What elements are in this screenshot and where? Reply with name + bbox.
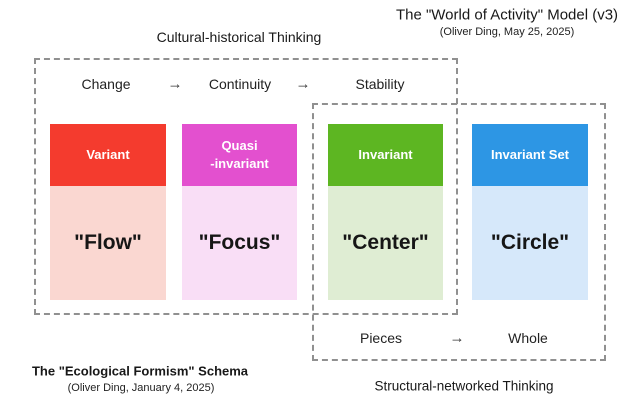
card-quasi-invariant-header: Quasi -invariant (182, 124, 297, 186)
card-invariant-set-quote: "Circle" (490, 231, 570, 254)
card-variant-header-label: Variant (86, 146, 130, 162)
axis-label-whole: Whole (508, 330, 548, 346)
model-subtitle: (Oliver Ding, May 25, 2025) (439, 26, 575, 38)
card-quasi-invariant-header-label-line2: -invariant (210, 156, 269, 171)
axis-label-pieces: Pieces (359, 330, 403, 346)
structural-dashed-frame (312, 103, 606, 361)
arrow-right-icon: → (167, 75, 183, 93)
schema-subtitle: (Oliver Ding, January 4, 2025) (67, 382, 215, 394)
cultural-thinking-label: Cultural-historical Thinking (156, 29, 322, 45)
card-invariant-header-label: Invariant (358, 146, 413, 162)
card-invariant-set-header: Invariant Set (472, 124, 588, 186)
card-invariant-body: "Center" (328, 186, 443, 300)
card-invariant-set-header-label: Invariant Set (490, 146, 570, 162)
axis-label-stability: Stability (355, 76, 405, 92)
schema-title: The "Ecological Formism" Schema (31, 363, 249, 379)
card-variant-quote: "Flow" (74, 231, 142, 254)
card-quasi-invariant-quote: "Focus" (198, 231, 281, 254)
card-variant-header: Variant (50, 124, 166, 186)
card-invariant-set: Invariant Set "Circle" (472, 124, 588, 300)
card-variant: Variant "Flow" (50, 124, 166, 300)
card-invariant-quote: "Center" (342, 231, 429, 254)
card-quasi-invariant: Quasi -invariant "Focus" (182, 124, 297, 300)
card-invariant-header: Invariant (328, 124, 443, 186)
model-title: The "World of Activity" Model (v3) (395, 6, 619, 24)
arrow-right-icon: → (449, 329, 465, 347)
axis-label-change: Change (81, 76, 131, 92)
card-quasi-invariant-body: "Focus" (182, 186, 297, 300)
arrow-right-icon: → (295, 75, 311, 93)
axis-label-continuity: Continuity (208, 76, 272, 92)
structural-thinking-label: Structural-networked Thinking (374, 378, 554, 394)
card-quasi-invariant-header-label: Quasi (221, 137, 258, 153)
card-variant-body: "Flow" (50, 186, 166, 300)
cultural-dashed-frame (34, 58, 458, 315)
card-invariant: Invariant "Center" (328, 124, 443, 300)
card-invariant-set-body: "Circle" (472, 186, 588, 300)
